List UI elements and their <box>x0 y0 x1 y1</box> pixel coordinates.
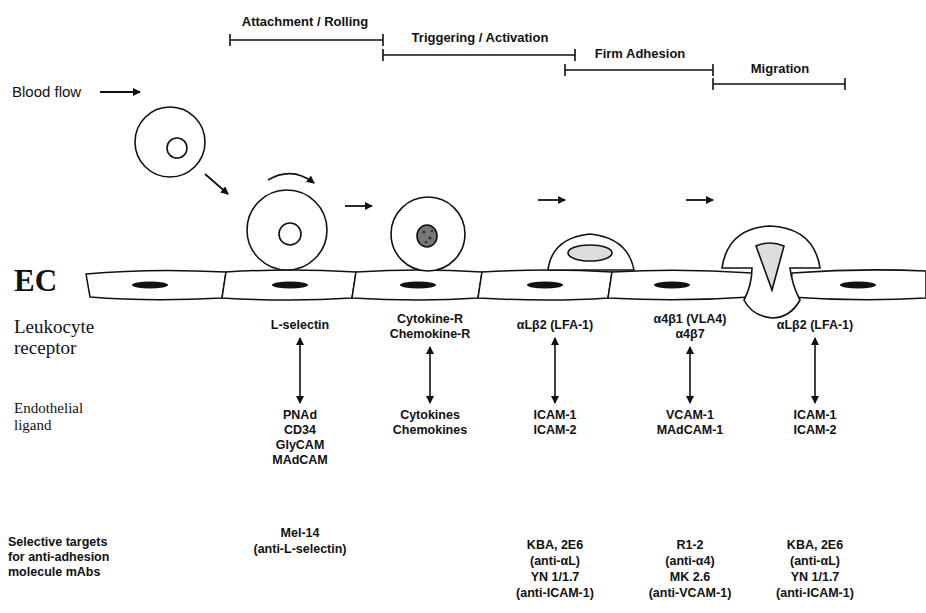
row-label: Selective targets for anti-adhesion mole… <box>8 535 126 580</box>
leukocytes <box>135 107 820 318</box>
nucleus-stipple <box>423 230 434 244</box>
node-text: α4β1 (VLA4) α4β7 <box>644 312 736 342</box>
phase-label: Firm Adhesion <box>560 46 720 61</box>
phase-label: Triggering / Activation <box>380 30 580 45</box>
ligand-label: ICAM-1 ICAM-2 <box>524 408 586 438</box>
binding-arrow <box>429 347 431 403</box>
receptor-label: L-selectin <box>250 318 350 333</box>
binding-arrow <box>299 338 301 403</box>
antibody-label: (anti-L-selectin) <box>235 542 365 557</box>
ligand-label: PNAd CD34 GlyCAM MAdCAM <box>268 408 332 468</box>
antibody-label: (anti-αL) <box>760 554 870 569</box>
antibody-label: KBA, 2E6 <box>760 538 870 553</box>
antibody-label: (anti-αL) <box>500 554 610 569</box>
flow-label: Blood flow <box>12 84 102 99</box>
phase-label: Migration <box>715 61 845 76</box>
node-text: L-selectin <box>250 318 350 333</box>
antibody-label: Mel-14 <box>235 526 365 541</box>
antibody-label: YN 1/1.7 <box>500 570 610 585</box>
binding-arrow <box>689 347 691 403</box>
node-text: PNAd CD34 GlyCAM MAdCAM <box>268 408 332 468</box>
antibody-label: (anti-ICAM-1) <box>760 586 870 601</box>
row-label: Leukocyte receptor <box>14 316 126 358</box>
binding-arrow <box>814 338 816 403</box>
node-text: ICAM-1 ICAM-2 <box>524 408 586 438</box>
antibody-label: (anti-ICAM-1) <box>500 586 610 601</box>
ligand-label: VCAM-1 MAdCAM-1 <box>649 408 731 438</box>
binding-arrow <box>554 338 556 403</box>
flow-arrows <box>100 92 713 206</box>
node-text: αLβ2 (LFA-1) <box>499 318 611 333</box>
phase-label: Attachment / Rolling <box>205 14 405 29</box>
antibody-label: (anti-VCAM-1) <box>635 586 745 601</box>
antibody-label: R1-2 <box>635 538 745 553</box>
ligand-label: Cytokines Chemokines <box>387 408 473 438</box>
node-text: ICAM-1 ICAM-2 <box>784 408 846 438</box>
antibody-label: KBA, 2E6 <box>500 538 610 553</box>
antibody-label: MK 2.6 <box>635 570 745 585</box>
antibody-label: (anti-α4) <box>635 554 745 569</box>
node-text: VCAM-1 MAdCAM-1 <box>649 408 731 438</box>
node-text: αLβ2 (LFA-1) <box>759 318 871 333</box>
row-label: Endothelial ligand <box>14 400 106 434</box>
node-text: Cytokines Chemokines <box>387 408 473 438</box>
node-text: Cytokine-R Chemokine-R <box>384 312 476 342</box>
ligand-label: ICAM-1 ICAM-2 <box>784 408 846 438</box>
receptor-label: α4β1 (VLA4) α4β7 <box>644 312 736 342</box>
ec-label: EC <box>14 264 84 298</box>
receptor-label: αLβ2 (LFA-1) <box>499 318 611 333</box>
antibody-label: YN 1/1.7 <box>760 570 870 585</box>
endothelium <box>86 270 926 300</box>
receptor-label: Cytokine-R Chemokine-R <box>384 312 476 342</box>
receptor-label: αLβ2 (LFA-1) <box>759 318 871 333</box>
